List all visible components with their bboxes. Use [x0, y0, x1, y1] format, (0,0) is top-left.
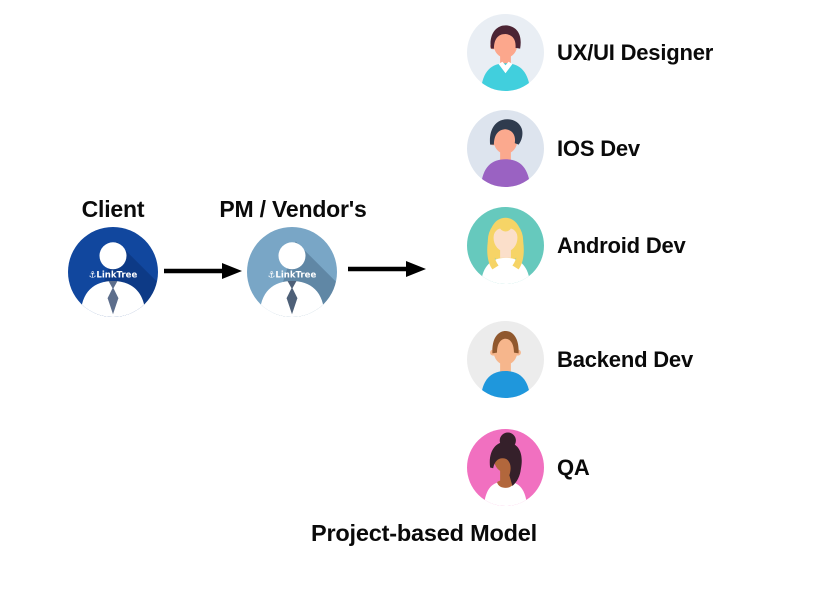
arrow-client-to-pm	[164, 263, 242, 279]
client-logo-text: ⚓LinkTree	[89, 270, 138, 280]
avatar-head	[493, 30, 518, 58]
arrow-head	[222, 263, 242, 279]
team-row-android-dev: Android Dev	[467, 207, 827, 284]
qa-avatar	[467, 429, 544, 506]
client-avatar: ⚓LinkTree	[68, 227, 158, 317]
pm-figure-head	[278, 242, 306, 270]
avatar-hair-lock-right	[512, 241, 524, 270]
avatar-head	[493, 126, 518, 154]
pm-tie-knot	[287, 281, 297, 290]
team-row-ios-dev: IOS Dev	[467, 110, 827, 187]
role-label-ios-dev: IOS Dev	[557, 135, 640, 161]
avatar-hair	[490, 25, 521, 49]
ios-dev-avatar	[467, 110, 544, 187]
arrow-head	[406, 261, 426, 277]
pm-vendor-label: PM / Vendor's	[219, 196, 367, 222]
team-row-ux-ui-designer: UX/UI Designer	[467, 14, 827, 91]
avatar-shirt	[483, 481, 528, 506]
client-tie	[107, 287, 119, 315]
avatar-shirt	[480, 159, 531, 187]
arrow-pm-to-team	[348, 261, 426, 277]
pm-logo-text: ⚓LinkTree	[268, 270, 317, 280]
client-label: Client	[81, 196, 145, 222]
avatar-hair	[492, 331, 519, 354]
ux-ui-designer-avatar	[467, 14, 544, 91]
avatar-head	[493, 223, 518, 252]
pm-avatar: ⚓LinkTree	[247, 227, 337, 317]
diagram-title: Project-based Model	[310, 520, 538, 546]
android-dev-avatar	[467, 207, 544, 284]
team-row-backend-dev: Backend Dev	[467, 321, 827, 398]
backend-dev-avatar	[467, 321, 544, 398]
avatar-hair-lock-left	[487, 241, 499, 270]
client-figure-head	[99, 242, 127, 270]
avatar-head	[493, 337, 518, 365]
role-label-backend-dev: Backend Dev	[557, 346, 693, 372]
avatar-hair	[489, 119, 523, 145]
role-label-android-dev: Android Dev	[557, 232, 686, 258]
avatar-shirt	[480, 371, 531, 398]
avatar-shirt	[480, 63, 531, 91]
role-label-ux-ui-designer: UX/UI Designer	[557, 39, 714, 65]
client-tie-knot	[108, 281, 118, 290]
role-label-qa: QA	[557, 454, 590, 480]
avatar-chest	[497, 479, 514, 488]
avatar-hair	[489, 441, 522, 486]
avatar-collar	[498, 61, 513, 74]
pm-tie	[286, 287, 298, 315]
team-row-qa: QA	[467, 429, 827, 506]
avatar-hair-fringe	[489, 217, 522, 243]
